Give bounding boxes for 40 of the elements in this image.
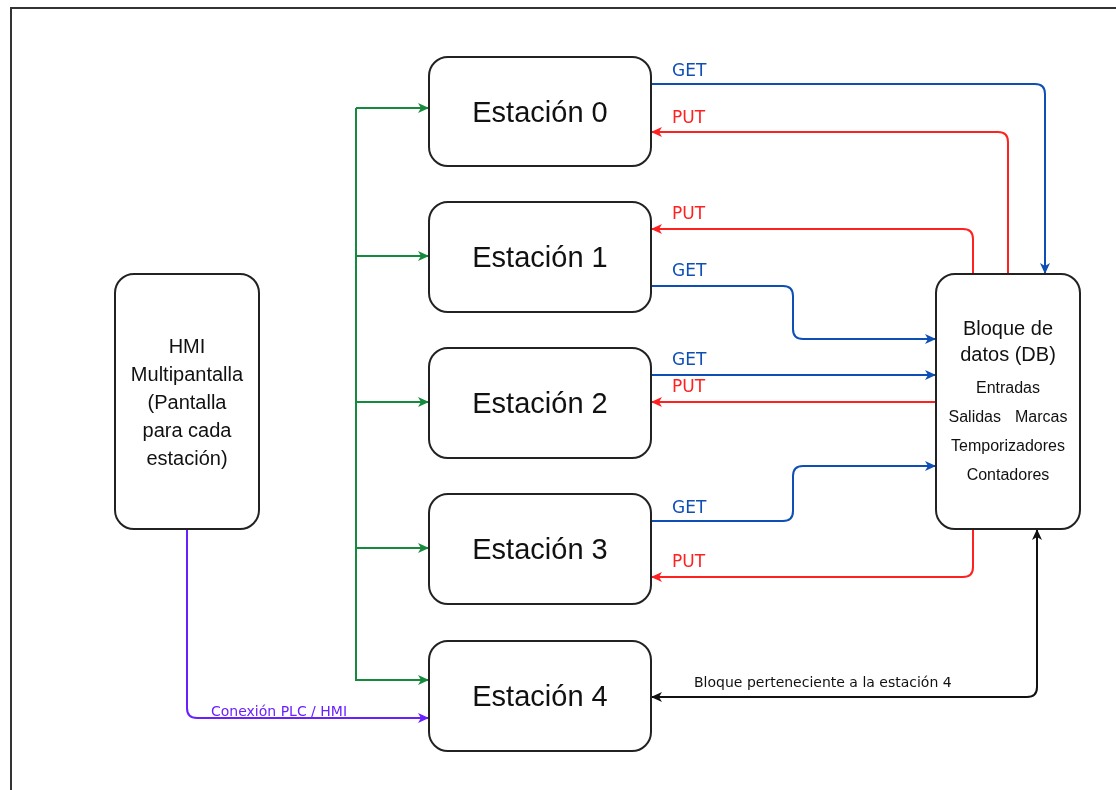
block-item: Salidas [948, 406, 1001, 427]
station-label: Estación 1 [472, 240, 608, 274]
arrow [651, 285, 936, 344]
arrow [651, 127, 1009, 274]
edge-label: GET [672, 60, 707, 80]
block-item: Entradas [975, 377, 1040, 398]
arrow [651, 224, 974, 274]
station-label: Estación 0 [472, 94, 608, 129]
arrow [651, 461, 936, 522]
edge-label: GET [672, 497, 707, 517]
block-title: Bloque de datos (DB) [959, 315, 1057, 367]
edge-label: PUT [672, 376, 706, 396]
arrow [651, 529, 974, 582]
arrow [651, 529, 1042, 702]
station-box [428, 347, 652, 459]
station-label: Estación 2 [472, 386, 608, 420]
edge-label: GET [672, 260, 707, 280]
arrow [355, 103, 429, 113]
block-item: Contadores [966, 464, 1050, 485]
edge-label: PUT [672, 107, 706, 127]
hmi-label: HMI Multipantalla (Pantalla para cada estación) [129, 333, 245, 471]
hmi-box [114, 273, 260, 530]
edge-label: PUT [672, 203, 706, 223]
edge-label: PUT [672, 551, 706, 571]
arrow [186, 529, 429, 723]
block-item: Marcas [1015, 406, 1068, 427]
edge-label: GET [672, 349, 707, 369]
arrow [651, 370, 936, 380]
arrow [651, 397, 936, 407]
arrow [651, 83, 1050, 274]
edge-label: Conexión PLC / HMI [211, 702, 347, 721]
station-box [428, 201, 652, 313]
station-box [428, 56, 652, 167]
data-block-box [935, 273, 1081, 530]
block-item: Temporizadores [951, 435, 1065, 456]
station-label: Estación 3 [472, 532, 608, 566]
station-box [428, 640, 652, 752]
station-label: Estación 4 [472, 679, 608, 713]
station-box [428, 493, 652, 605]
edge-label: Bloque perteneciente a la estación 4 [694, 673, 952, 692]
